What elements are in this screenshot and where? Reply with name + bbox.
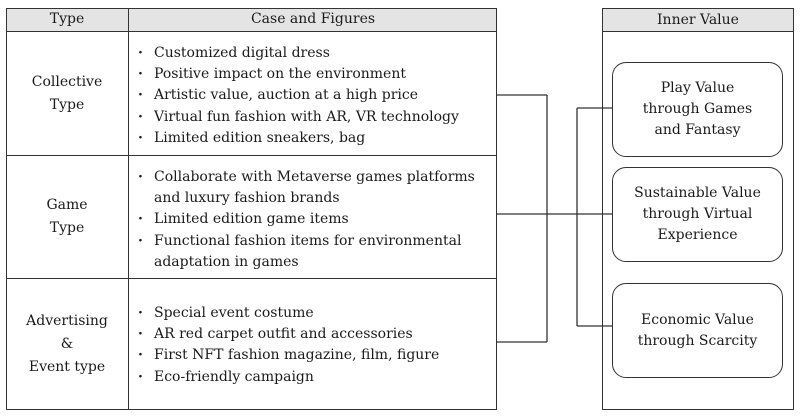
case-column-header: Case and Figures — [250, 11, 376, 27]
case-item: Collaborate with Metaverse games platfor… — [136, 167, 481, 209]
type-label-line: Event type — [28, 359, 106, 375]
case-item: AR red carpet outfit and accessories — [136, 324, 491, 345]
case-item: First NFT fashion magazine, film, figure — [136, 345, 491, 366]
case-item: Functional fashion items for environment… — [136, 231, 481, 273]
case-item: Artistic value, auction at a high price — [136, 85, 491, 106]
sustainable-value-box: Sustainable Value through Virtual Experi… — [612, 167, 783, 262]
type-cell-collective: Collective Type — [6, 33, 128, 155]
case-list-advertising-event: Special event costume AR red carpet outf… — [136, 303, 491, 388]
type-label-line: Type — [49, 220, 85, 236]
inner-value-header: Inner Value — [602, 8, 794, 32]
economic-value-box: Economic Value through Scarcity — [612, 283, 783, 378]
case-list-game: Collaborate with Metaverse games platfor… — [136, 167, 481, 273]
case-item: Limited edition sneakers, bag — [136, 128, 491, 149]
play-value-text: Play Value through Games and Fantasy — [642, 80, 753, 138]
case-item: Special event costume — [136, 303, 491, 324]
type-label-line: & — [60, 336, 74, 352]
type-label-line: Type — [49, 97, 85, 113]
row-divider — [6, 155, 497, 157]
type-cell-game: Game Type — [6, 156, 128, 278]
row-divider — [6, 278, 497, 280]
case-item: Positive impact on the environment — [136, 64, 491, 85]
table-column-divider — [128, 8, 130, 410]
type-cell-advertising-event: Advertising & Event type — [6, 279, 128, 410]
play-value-box: Play Value through Games and Fantasy — [612, 62, 783, 157]
case-item: Virtual fun fashion with AR, VR technolo… — [136, 107, 491, 128]
case-item: Limited edition game items — [136, 209, 481, 230]
economic-value-text: Economic Value through Scarcity — [637, 311, 758, 349]
type-label-line: Collective — [31, 74, 103, 90]
case-item: Customized digital dress — [136, 43, 491, 64]
type-column-header: Type — [49, 11, 85, 27]
sustainable-value-text: Sustainable Value through Virtual Experi… — [634, 185, 761, 243]
type-label-line: Game — [46, 197, 88, 213]
table-header-row — [6, 8, 497, 32]
type-label-line: Advertising — [26, 313, 108, 329]
case-item: Eco-friendly campaign — [136, 367, 491, 388]
case-list-collective: Customized digital dress Positive impact… — [136, 43, 491, 149]
